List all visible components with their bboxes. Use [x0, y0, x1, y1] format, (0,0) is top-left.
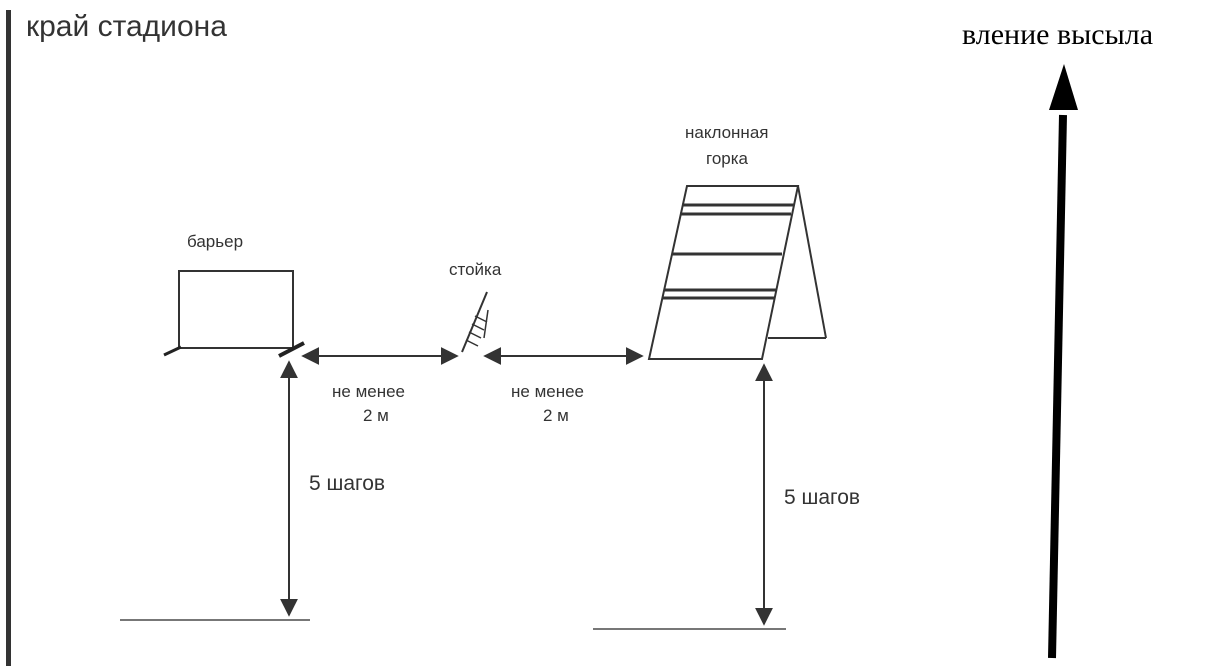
gap2-label-line1: не менее — [511, 382, 584, 401]
barrier-right-foot — [278, 341, 305, 358]
direction-label: вление высыла — [962, 18, 1153, 51]
post-label: стойка — [449, 260, 502, 279]
gap2-label-line2: 2 м — [543, 406, 569, 425]
stadium-edge-label: край стадиона — [26, 10, 227, 43]
barrier-icon — [178, 270, 294, 349]
direction-arrow-head — [1049, 64, 1078, 110]
direction-arrow-shaft — [1048, 114, 1067, 659]
barrier-label: барьер — [187, 232, 243, 251]
ramp-label-line1: наклонная — [685, 123, 768, 142]
gap1-label-line2: 2 м — [363, 406, 389, 425]
ramp-icon — [647, 185, 827, 360]
steps-left-label: 5 шагов — [309, 472, 385, 495]
stadium-edge-line — [6, 10, 11, 666]
gap1-label-line1: не менее — [332, 382, 405, 401]
post-icon — [461, 291, 489, 353]
steps-right-label: 5 шагов — [784, 486, 860, 509]
barrier-left-foot — [163, 345, 182, 357]
ramp-label-line2: горка — [706, 149, 749, 168]
